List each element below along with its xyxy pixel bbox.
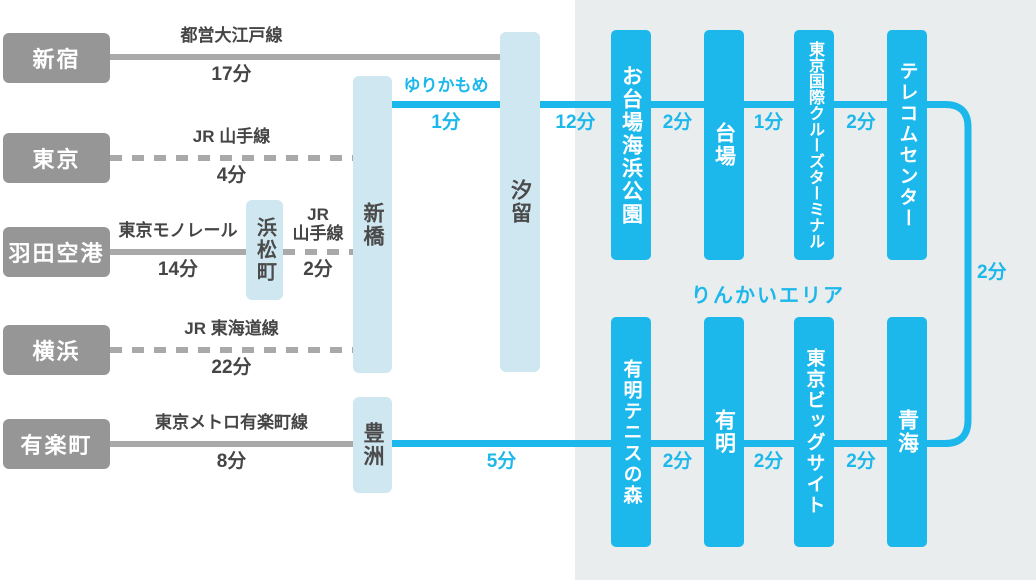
time-label-yamanote: 4分 xyxy=(216,165,247,186)
line-label-tokaido: JR 東海道線 xyxy=(184,319,279,338)
hub-box-hamamatsucho: 浜松町 xyxy=(246,200,283,300)
time-label-yamanote-2: 2分 xyxy=(303,259,333,280)
station-label: 有明テニスの森 xyxy=(620,358,642,506)
time-label-yurakucho: 8分 xyxy=(216,451,247,472)
time-label-monorail: 14分 xyxy=(157,259,199,280)
time-daiba-park-daiba: 2分 xyxy=(662,112,693,133)
station-box-telecom-center: テレコムセンター xyxy=(887,30,927,260)
time-shiodome-daiba-park: 12分 xyxy=(555,112,596,133)
hub-box-shiodome: 汐留 xyxy=(500,32,540,372)
line-label-oedo: 都営大江戸線 xyxy=(180,26,283,45)
station-label: 青海 xyxy=(895,409,919,455)
time-label-tokaido: 22分 xyxy=(211,357,252,378)
hub-box-toyosu: 豊洲 xyxy=(353,397,392,493)
origin-label: 新宿 xyxy=(32,47,81,72)
station-box-aomi: 青海 xyxy=(887,317,927,547)
line-label-yamanote: JR 山手線 xyxy=(192,127,271,146)
origin-box-haneda-airport: 羽田空港 xyxy=(3,227,110,277)
station-box-ariake: 有明 xyxy=(704,317,744,547)
station-label: 有明 xyxy=(712,409,736,455)
time-cruise-telecom: 2分 xyxy=(846,112,876,133)
time-tennis-ariake: 2分 xyxy=(662,451,693,472)
yamanote-line-hamamatsucho xyxy=(283,249,353,255)
origin-label: 羽田空港 xyxy=(8,241,105,266)
hub-label: 汐留 xyxy=(508,179,532,225)
line-label-yamanote-2-l2: 山手線 xyxy=(292,224,344,243)
origin-label: 有楽町 xyxy=(20,433,93,458)
station-label: 東京ビッグサイト xyxy=(803,348,825,516)
time-ariake-bigsight: 2分 xyxy=(753,451,784,472)
origin-box-yokohama: 横浜 xyxy=(3,325,110,375)
origin-label: 東京 xyxy=(32,147,81,172)
time-shimbashi-shiodome: 1分 xyxy=(431,112,461,133)
station-label: お台場海浜公園 xyxy=(619,64,643,226)
station-box-tokyo-big-sight: 東京ビッグサイト xyxy=(794,317,834,547)
origin-box-tokyo: 東京 xyxy=(3,133,110,183)
origin-box-yurakucho: 有楽町 xyxy=(3,419,110,469)
time-bigsight-aomi: 2分 xyxy=(846,451,876,472)
tokaido-line xyxy=(110,347,353,353)
time-toyosu-ariake-tennis: 5分 xyxy=(486,451,517,472)
origin-label: 横浜 xyxy=(32,339,81,364)
hub-box-shimbashi: 新橋 xyxy=(353,76,392,373)
tokyo-monorail-line xyxy=(110,249,246,255)
station-box-ariake-tennis-no-mori: 有明テニスの森 xyxy=(611,317,651,547)
time-telecom-aomi: 2分 xyxy=(977,262,1007,283)
yamanote-line-tokyo xyxy=(110,155,353,161)
rinkai-area-label: りんかいエリア xyxy=(691,285,845,307)
station-box-daiba: 台場 xyxy=(704,30,744,260)
yurikamome-line-bottom xyxy=(392,440,925,447)
time-daiba-cruise: 1分 xyxy=(753,112,784,133)
line-label-monorail: 東京モノレール xyxy=(118,221,238,240)
station-box-tokyo-cruise-terminal: 東京国際クルーズターミナル xyxy=(794,30,834,260)
origin-box-shinjuku: 新宿 xyxy=(3,33,110,83)
yurikamome-line-label: ゆりかもめ xyxy=(403,76,489,95)
station-box-odaiba-kaihinkoen: お台場海浜公園 xyxy=(611,30,651,260)
line-label-yamanote-2-l1: JR xyxy=(307,205,329,224)
station-label: 台場 xyxy=(712,122,736,168)
yurikamome-line-top xyxy=(392,101,925,108)
time-label-oedo: 17分 xyxy=(211,64,252,85)
yurakucho-metro-line xyxy=(110,441,353,447)
hub-label: 豊洲 xyxy=(361,422,384,468)
oedo-line xyxy=(110,54,500,60)
station-label: テレコムセンター xyxy=(896,61,918,229)
hub-label: 浜松町 xyxy=(253,217,276,283)
hub-label: 新橋 xyxy=(361,201,384,248)
line-label-yurakucho: 東京メトロ有楽町線 xyxy=(155,413,308,432)
station-label: 東京国際クルーズターミナル xyxy=(806,41,823,249)
